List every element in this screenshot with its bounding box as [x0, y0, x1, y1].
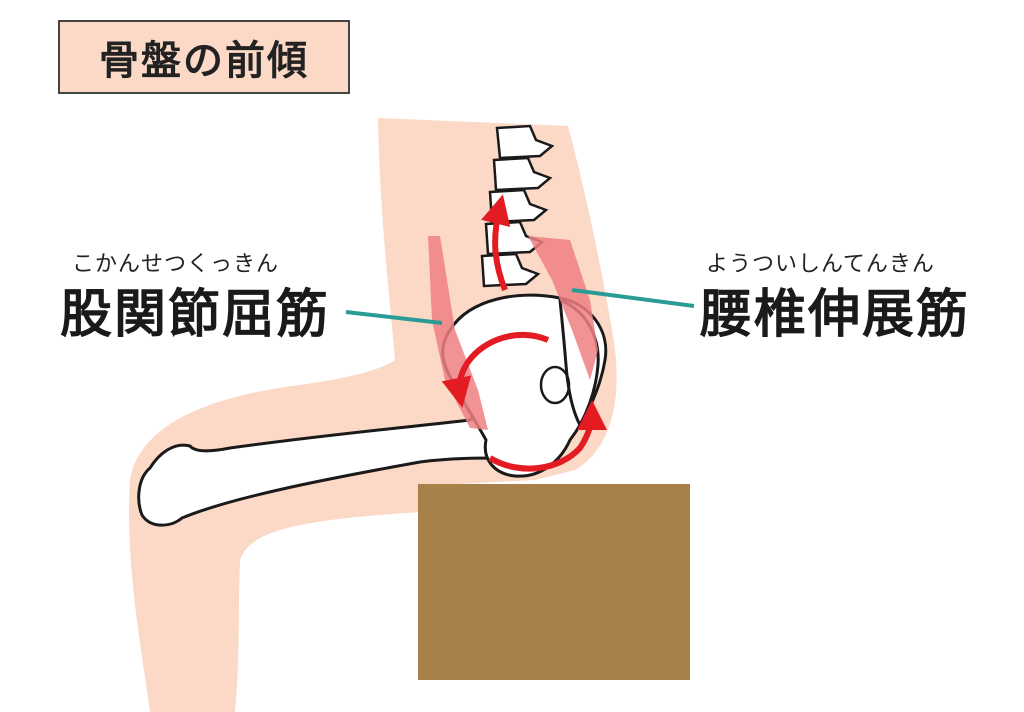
pelvis-rotation-arrow-top	[441, 331, 550, 408]
pelvis-rotation-arrow-bottom	[488, 400, 607, 472]
hip-flexor-ruby: こかんせつくっきん	[72, 252, 280, 277]
lumbar-extensor-muscle	[528, 236, 598, 380]
hip-flexor-label: 股関節屈筋	[60, 285, 331, 345]
hip-flexor-muscle	[428, 236, 488, 430]
lumbar-extensor-ruby: ようついしんてんきん	[706, 252, 935, 277]
stool	[418, 484, 690, 680]
lumbar-spine	[480, 124, 555, 288]
hip-flexor-leader-line	[345, 310, 443, 325]
page-title: 骨盤の前傾	[99, 38, 309, 84]
title-box: 骨盤の前傾	[58, 20, 350, 94]
spine-curve-arrow	[481, 194, 511, 292]
obturator-hole	[539, 365, 571, 405]
lumbar-extensor-label: 腰椎伸展筋	[700, 285, 971, 345]
lumbar-extensor-leader-line	[571, 288, 695, 308]
